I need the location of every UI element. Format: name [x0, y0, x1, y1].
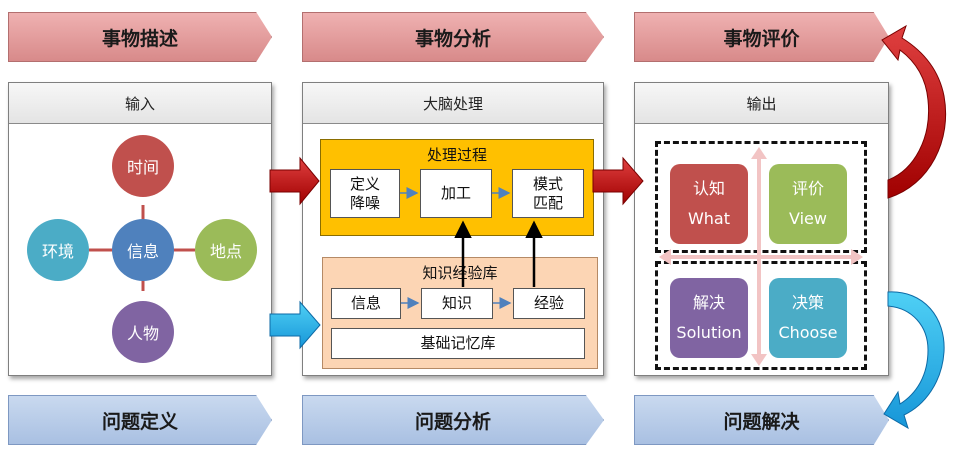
input-panel: 输入 时间 信息 环境 地点 人物	[8, 82, 272, 376]
quadrant-evaluation-en: View	[789, 209, 827, 228]
quadrant-solution: 解决 Solution	[670, 278, 748, 358]
knowledge-title: 知识经验库	[422, 264, 498, 282]
node-place: 地点	[195, 219, 257, 281]
node-environment: 环境	[27, 219, 89, 281]
quadrant-evaluation: 评价 View	[769, 164, 847, 244]
stage-event-evaluation: 事物评价	[634, 12, 889, 62]
input-panel-title: 输入	[9, 83, 271, 124]
quadrant-cognition: 认知 What	[670, 164, 748, 244]
knowledge-group: 知识经验库 信息 知识 经验 基础记忆库	[322, 257, 598, 369]
arrow-loop-blue	[883, 291, 945, 430]
quadrant-evaluation-cn: 评价	[791, 178, 824, 198]
brain-panel-title: 大脑处理	[303, 83, 603, 124]
process-group: 处理过程 定义 降噪 加工 模式 匹配	[320, 139, 594, 236]
process-title: 处理过程	[426, 146, 487, 164]
process-process-box: 加工	[420, 169, 492, 218]
arrow-input-to-process	[269, 156, 320, 206]
stage-event-analysis: 事物分析	[302, 12, 604, 62]
output-panel-title: 输出	[635, 83, 888, 124]
process-denoise-box: 定义 降噪	[330, 169, 400, 218]
stage-problem-analysis: 问题分析	[302, 395, 604, 445]
arrow-input-to-knowledge	[269, 300, 321, 350]
arrow-process-to-output	[592, 156, 644, 206]
quadrant-decision: 决策 Choose	[769, 278, 847, 358]
stage-event-description: 事物描述	[8, 12, 272, 62]
stage-problem-definition: 问题定义	[8, 395, 272, 445]
node-time: 时间	[112, 135, 174, 197]
quadrant-cognition-en: What	[687, 209, 731, 228]
knowledge-experience-box: 经验	[513, 288, 585, 319]
knowledge-info-box: 信息	[331, 288, 401, 319]
brain-panel: 大脑处理 处理过程 定义 降噪 加工 模式 匹配 知识经验库 信息 知识 经验 …	[302, 82, 604, 376]
quadrant-solution-en: Solution	[676, 323, 742, 342]
output-panel: 输出 认知 What 评价 View 解决 Solution 决策 Choose	[634, 82, 889, 376]
quadrant-solution-cn: 解决	[692, 292, 725, 312]
process-match-box: 模式 匹配	[512, 169, 584, 218]
knowledge-knowledge-box: 知识	[421, 288, 493, 319]
node-info-center: 信息	[112, 219, 174, 281]
quadrant-decision-en: Choose	[778, 323, 838, 342]
quadrant-decision-cn: 决策	[791, 292, 824, 312]
arrow-loop-red	[881, 24, 947, 199]
memory-base-box: 基础记忆库	[331, 328, 585, 359]
node-person: 人物	[112, 301, 174, 363]
quadrant-cognition-cn: 认知	[692, 178, 725, 198]
stage-problem-solving: 问题解决	[634, 395, 889, 445]
output-axis-cross	[659, 147, 863, 366]
brain-arrows	[400, 187, 543, 309]
